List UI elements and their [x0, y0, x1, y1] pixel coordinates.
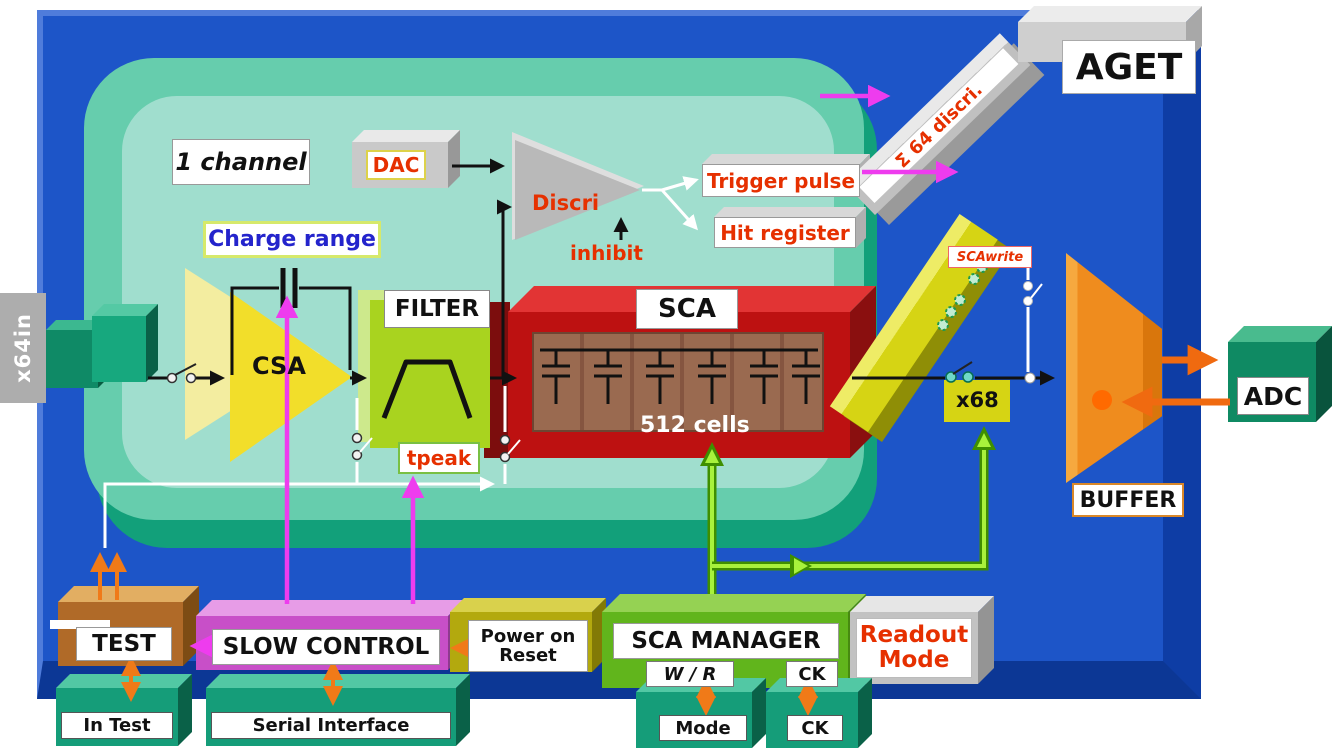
buffer-output-node: [1092, 390, 1112, 410]
input-bus-label: x64in: [0, 293, 46, 403]
write-read-label: W / R: [646, 661, 734, 687]
test-label: TEST: [76, 627, 172, 661]
sca-label: SCA: [636, 289, 738, 329]
readout-mode-label: Readout Mode: [856, 618, 972, 678]
x68-bar-foot: [944, 380, 1010, 422]
reset-line: Reset: [499, 645, 557, 666]
trigger-pulse-label: Trigger pulse: [702, 164, 860, 197]
input-connector-block-back: [46, 330, 98, 388]
sca-cells-label: 512 cells: [640, 413, 750, 438]
hit-register-label: Hit register: [714, 217, 856, 248]
csa-label: CSA: [252, 352, 306, 380]
adc-label: ADC: [1237, 377, 1309, 415]
chip-title: AGET: [1062, 40, 1196, 94]
power-on-line: Power on: [480, 625, 576, 647]
tpeak-label: tpeak: [398, 442, 480, 474]
input-connector-block-front: [92, 316, 146, 382]
sca-manager-label: SCA MANAGER: [613, 623, 839, 659]
pad-ck-label: CK: [787, 715, 843, 741]
readout-line: Readout: [859, 622, 969, 649]
inhibit-label: inhibit: [570, 241, 643, 265]
pad-serial-interface-label: Serial Interface: [211, 712, 451, 739]
sca-write-label: SCAwrite: [948, 246, 1032, 268]
dac-label: DAC: [366, 150, 426, 180]
discri-label: Discri: [532, 191, 600, 215]
test-box-tab: [50, 620, 110, 629]
charge-range-label: Charge range: [203, 221, 381, 258]
pad-mode-label: Mode: [659, 715, 747, 741]
pad-in-test-label: In Test: [61, 712, 173, 739]
ck-label: CK: [786, 661, 838, 687]
input-bus-label-text: x64in: [11, 313, 35, 383]
channel-label: 1 channel: [172, 139, 310, 185]
readout-mode-line: Mode: [878, 647, 950, 673]
power-on-reset-label: Power on Reset: [468, 620, 588, 672]
slow-control-label: SLOW CONTROL: [212, 629, 440, 665]
x68-label: x68: [956, 388, 999, 412]
filter-label: FILTER: [384, 290, 490, 328]
buffer-label: BUFFER: [1072, 483, 1184, 517]
